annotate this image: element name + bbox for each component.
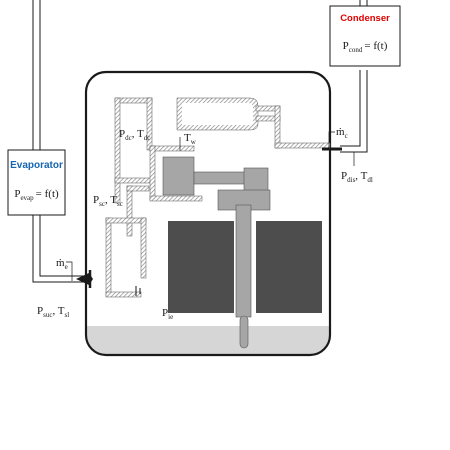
- suction-muffler-inlet: [135, 286, 141, 296]
- connecting-rod: [193, 171, 247, 185]
- piston-assembly: [162, 156, 271, 349]
- suction-port-valve: [76, 270, 93, 288]
- condenser-equation: Pcond= f(t): [343, 40, 388, 54]
- labels: ṁc ṁe Pdis, Tdl Psuc, Tsl Pdc, Tdc Psc, …: [37, 126, 373, 321]
- motor-stator-right: [256, 221, 322, 313]
- cavities: [182, 103, 253, 125]
- oil-sump: [86, 326, 330, 355]
- label-mdot-c: ṁc: [336, 126, 348, 140]
- label-p-dc-t-dc: Pdc, Tdc: [119, 128, 150, 142]
- label-p-sc-t-sc: Psc, Tsc: [93, 194, 123, 208]
- motor: [168, 221, 322, 313]
- piston: [162, 156, 195, 196]
- label-p-ie: Pie: [162, 307, 173, 321]
- label-p-dis-t-dl: Pdis, Tdl: [341, 170, 373, 184]
- evaporator-equation: Pevap= f(t): [14, 188, 59, 202]
- condenser-title: Condenser: [340, 13, 390, 24]
- evaporator-box: Evaporator Pevap= f(t): [7, 149, 66, 216]
- shaft: [235, 204, 252, 318]
- label-p-suc-t-sl: Psuc, Tsl: [37, 305, 69, 319]
- label-t-w: Tw: [184, 132, 197, 146]
- suction-line: [32, 0, 90, 283]
- motor-stator-left: [168, 221, 234, 313]
- shaft-tail: [239, 315, 249, 349]
- leader-lines: [66, 131, 355, 281]
- condenser-box: Condenser Pcond= f(t): [329, 5, 401, 67]
- discharge-line: [340, 0, 368, 153]
- evaporator-title: Evaporator: [10, 160, 63, 171]
- label-mdot-e: ṁe: [56, 257, 68, 271]
